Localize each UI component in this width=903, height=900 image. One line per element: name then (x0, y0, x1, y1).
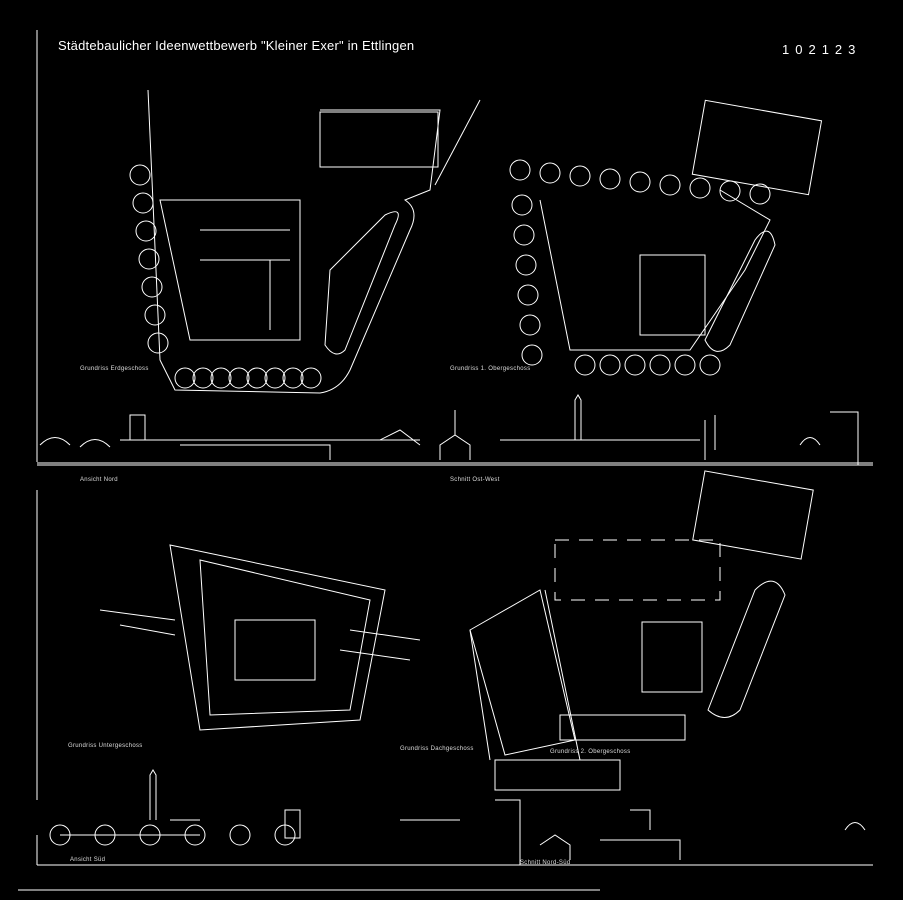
label-north-view: Ansicht Nord (80, 477, 118, 483)
tree-circle (138, 248, 160, 270)
tree-circle (246, 367, 268, 389)
tree-circle (521, 344, 543, 366)
trees (49, 159, 771, 846)
south-elevation (36, 769, 873, 866)
sheet-frame (18, 30, 873, 891)
tree-circle (509, 159, 531, 181)
label-basement: Grundriss Untergeschoss (68, 743, 143, 749)
tree-circle (719, 180, 741, 202)
tree-circle (229, 824, 251, 846)
tree-circle (210, 367, 232, 389)
north-elevation (37, 414, 430, 464)
tree-circle (132, 192, 154, 214)
tree-circle (513, 224, 535, 246)
tree-circle (629, 171, 651, 193)
tree-circle (569, 165, 591, 187)
tree-circle (517, 284, 539, 306)
label-section-ns: Schnitt Nord-Süd (520, 860, 571, 866)
tree-circle (519, 314, 541, 336)
tree-circle (282, 367, 304, 389)
first-floor-plan (539, 99, 823, 352)
tree-circle (515, 254, 537, 276)
label-south-view: Ansicht Süd (70, 857, 106, 863)
tree-circle (147, 332, 169, 354)
tree-circle (539, 162, 561, 184)
label-first-floor: Grundriss 1. Obergeschoss (450, 366, 531, 372)
tree-circle (649, 354, 671, 376)
tree-circle (659, 174, 681, 196)
tree-circle (192, 367, 214, 389)
tree-circle (129, 164, 151, 186)
label-section-ew: Schnitt Ost-West (450, 477, 500, 483)
tree-circle (264, 367, 286, 389)
east-west-section (430, 394, 873, 465)
label-ground-floor: Grundriss Erdgeschoss (80, 366, 149, 372)
tree-circle (749, 183, 771, 205)
tree-circle (689, 177, 711, 199)
tree-circle (599, 168, 621, 190)
ground-floor-plan (147, 89, 481, 394)
tree-circle (699, 354, 721, 376)
tree-circle (228, 367, 250, 389)
label-roof-floor: Grundriss Dachgeschoss (400, 746, 474, 752)
tree-circle (674, 354, 696, 376)
sheet-title: Städtebaulicher Ideenwettbewerb "Kleiner… (58, 38, 415, 53)
tree-circle (624, 354, 646, 376)
tree-circle (141, 276, 163, 298)
basement-plan (99, 544, 421, 731)
entry-number: 102123 (782, 42, 862, 57)
tree-circle (144, 304, 166, 326)
label-second-floor: Grundriss 2. Obergeschoss (550, 749, 631, 755)
tree-circle (135, 220, 157, 242)
tree-circle (511, 194, 533, 216)
tree-circle (174, 367, 196, 389)
tree-circle (300, 367, 322, 389)
tree-circle (574, 354, 596, 376)
second-floor-plan (469, 470, 814, 791)
tree-circle (599, 354, 621, 376)
